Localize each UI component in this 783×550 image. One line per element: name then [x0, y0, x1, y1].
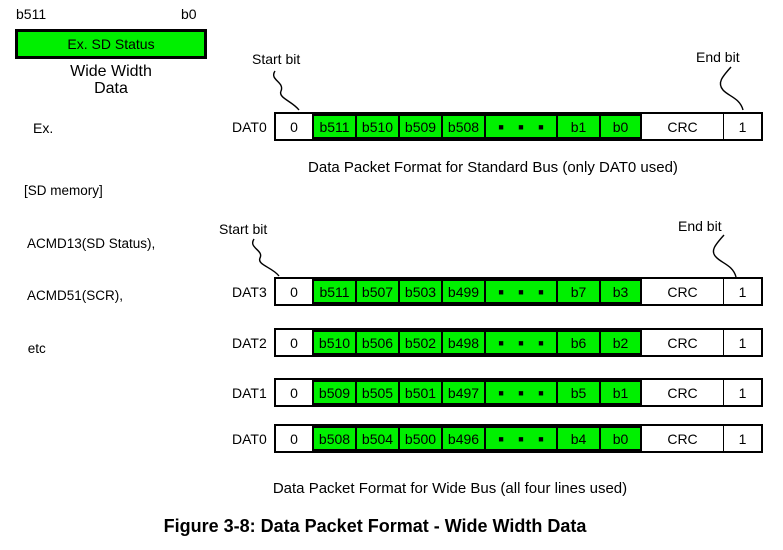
packet-cell-dat0-start-0: 0	[290, 118, 298, 135]
wide-end-bit-connector-line	[712, 234, 737, 278]
wide-width-line: Wide Width	[70, 63, 152, 80]
bit-low-label: b0	[181, 6, 197, 22]
packet-cell-dat3-bit-6: b7	[556, 279, 599, 304]
packet-cell-dat0-bit-1: b511	[312, 114, 355, 139]
packet-cell-dat2-bit-4: b498	[441, 330, 484, 355]
example-line: ACMD13(SD Status),	[24, 235, 156, 251]
standard-end-bit-label: End bit	[696, 49, 740, 65]
example-heading: Ex.	[33, 120, 54, 136]
packet-cell-dat0-bit-2: b504	[355, 426, 398, 451]
packet-row-label: DAT0	[232, 430, 267, 447]
packet-cell-dat1-bit-3: b501	[398, 380, 441, 405]
figure-caption: Figure 3-8: Data Packet Format - Wide Wi…	[163, 516, 587, 536]
bit-high-label: b511	[16, 6, 47, 22]
packet-cell-dat2-bit-6: b6	[556, 330, 599, 355]
packet-cell-dat0-end-9: 1	[738, 118, 747, 135]
packet-cell-dat0-start-0: 0	[290, 430, 298, 447]
packet-cell-dat0-bit-7: b0	[599, 114, 642, 139]
packet-cell-dat2-crc-8: CRC	[642, 330, 724, 355]
example-block: [SD memory] ACMD13(SD Status), ACMD51(SC…	[24, 147, 155, 392]
wide-start-bit-connector-line	[252, 238, 280, 277]
packet-row-label: DAT1	[232, 384, 267, 401]
packet-cell-dat0-dots-5: ■ ■ ■	[484, 426, 556, 451]
packet-row-label: DAT0	[232, 118, 267, 135]
standard-bus-caption: Data Packet Format for Standard Bus (onl…	[308, 159, 678, 176]
packet-cell-dat0-bit-3: b509	[398, 114, 441, 139]
packet-cell-dat0-bit-4: b496	[441, 426, 484, 451]
packet-cell-dat0-crc-8: CRC	[642, 114, 724, 139]
packet-cell-dat2-bit-3: b502	[398, 330, 441, 355]
wide-width-data-caption: Wide Width Data	[15, 63, 207, 97]
packet-cell-dat3-bit-7: b3	[599, 279, 642, 304]
wide-end-bit-label: End bit	[678, 218, 722, 234]
sd-status-box-label: Ex. SD Status	[67, 36, 155, 52]
standard-end-bit-connector-line	[719, 66, 744, 111]
packet-cell-dat3-crc-8: CRC	[642, 279, 724, 304]
standard-start-bit-label: Start bit	[252, 51, 301, 67]
packet-cell-dat0-bit-1: b508	[312, 426, 355, 451]
packet-cell-dat1-bit-1: b509	[312, 380, 355, 405]
packet-cell-dat1-bit-4: b497	[441, 380, 484, 405]
packet-cell-dat2-start-0: 0	[290, 334, 298, 351]
example-line: [SD memory]	[24, 183, 103, 198]
packet-row-label: DAT2	[232, 334, 267, 351]
packet-cell-dat3-bit-4: b499	[441, 279, 484, 304]
packet-cell-dat1-crc-8: CRC	[642, 380, 724, 405]
packet-cell-dat2-end-9: 1	[738, 334, 747, 351]
packet-cell-dat1-bit-7: b1	[599, 380, 642, 405]
packet-cell-dat3-bit-3: b503	[398, 279, 441, 304]
packet-cell-dat3-dots-5: ■ ■ ■	[484, 279, 556, 304]
wide-start-bit-label: Start bit	[219, 221, 268, 237]
packet-cell-dat2-dots-5: ■ ■ ■	[484, 330, 556, 355]
example-line: ACMD51(SCR),	[24, 288, 124, 303]
packet-cell-dat1-start-0: 0	[290, 384, 298, 401]
packet-cell-dat1-bit-2: b505	[355, 380, 398, 405]
sd-status-box: Ex. SD Status	[15, 29, 207, 59]
packet-cell-dat0-dots-5: ■ ■ ■	[484, 114, 556, 139]
packet-cell-dat0-end-9: 1	[738, 430, 747, 447]
packet-cell-dat0-bit-3: b500	[398, 426, 441, 451]
packet-row-label: DAT3	[232, 283, 267, 300]
data-line: Data	[94, 80, 128, 97]
packet-cell-dat3-bit-2: b507	[355, 279, 398, 304]
packet-cell-dat2-bit-1: b510	[312, 330, 355, 355]
packet-cell-dat3-bit-1: b511	[312, 279, 355, 304]
packet-cell-dat0-bit-7: b0	[599, 426, 642, 451]
example-line: etc	[24, 340, 46, 356]
packet-cell-dat1-dots-5: ■ ■ ■	[484, 380, 556, 405]
wide-bus-caption: Data Packet Format for Wide Bus (all fou…	[272, 480, 628, 497]
packet-cell-dat3-start-0: 0	[290, 283, 298, 300]
packet-cell-dat3-end-9: 1	[738, 283, 747, 300]
packet-cell-dat1-bit-6: b5	[556, 380, 599, 405]
packet-cell-dat1-end-9: 1	[738, 384, 747, 401]
standard-start-bit-connector-line	[273, 70, 300, 111]
packet-cell-dat2-bit-2: b506	[355, 330, 398, 355]
packet-cell-dat0-bit-4: b508	[441, 114, 484, 139]
packet-cell-dat0-crc-8: CRC	[642, 426, 724, 451]
packet-cell-dat0-bit-6: b4	[556, 426, 599, 451]
packet-cell-dat2-bit-7: b2	[599, 330, 642, 355]
packet-cell-dat0-bit-2: b510	[355, 114, 398, 139]
packet-cell-dat0-bit-6: b1	[556, 114, 599, 139]
